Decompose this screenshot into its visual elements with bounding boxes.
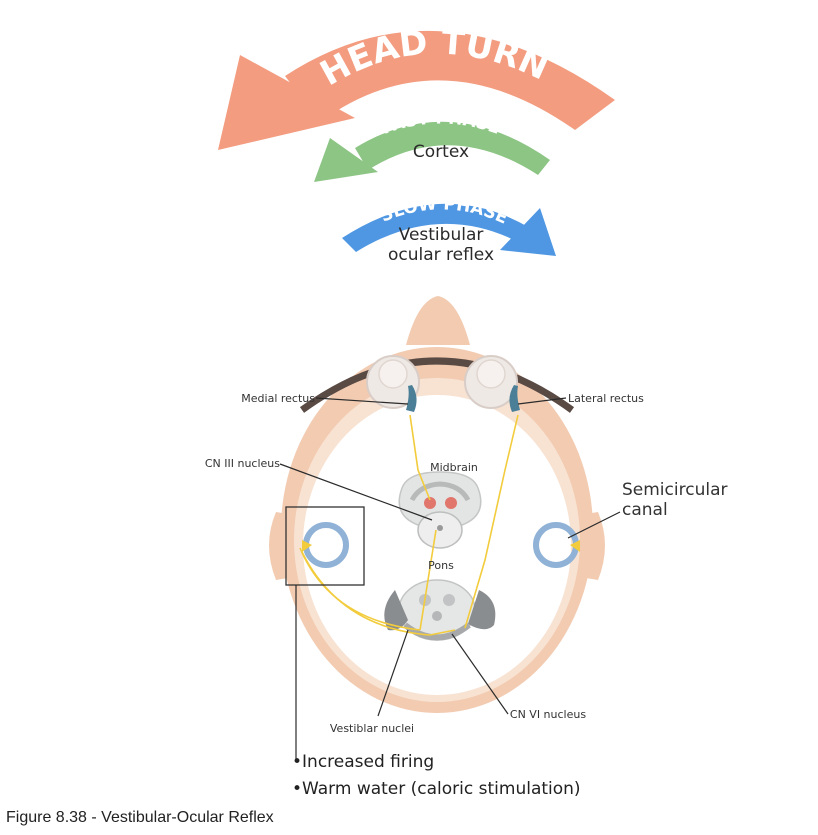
medial-rectus-muscle [406,385,417,412]
slow-phase-arrow: SLOW PHASE Vestibular ocular reflex [342,194,556,265]
nerve-pathways [299,414,519,636]
lateral-rectus-muscle [509,385,520,412]
right-pupil [476,359,506,389]
label-lateral-rectus: Lateral rectus [568,392,644,405]
midbrain-section [398,471,482,549]
fast-phase-arrow: FAST PHASE Cortex [314,108,550,182]
label-cn6-nucleus: CN VI nucleus [510,708,586,721]
fast-phase-sub: Cortex [413,142,469,162]
leader-lines [279,397,621,760]
note-warm-water: •Warm water (caloric stimulation) [292,779,581,799]
label-medial-rectus: Medial rectus [241,392,315,405]
label-cn3-nucleus: CN III nucleus [205,457,280,470]
left-semicircular-canal [302,522,349,568]
note-increased-firing: •Increased firing [292,752,434,772]
slow-phase-sub-line1: Vestibular [399,225,484,245]
nose [406,296,470,345]
label-semicircular-line2: canal [622,500,668,520]
pons-section [384,579,496,641]
right-semicircular-canal [533,522,580,568]
cn3-right-dot [445,497,457,509]
label-midbrain: Midbrain [430,461,478,474]
label-pons: Pons [428,559,454,572]
label-semicircular-line1: Semicircular [622,480,727,500]
right-cerebellar-peduncle [468,590,496,630]
canal-highlight-box [285,506,365,586]
left-pupil [378,359,408,389]
left-cerebellar-peduncle [384,590,408,631]
head-illustration [269,296,605,713]
cn3-left-dot [424,497,436,509]
label-vestibular-nuclei: Vestiblar nuclei [330,722,414,735]
brow-band [299,357,575,413]
figure-caption: Figure 8.38 - Vestibular-Ocular Reflex [6,809,274,826]
slow-phase-sub-line2: ocular reflex [388,245,494,265]
